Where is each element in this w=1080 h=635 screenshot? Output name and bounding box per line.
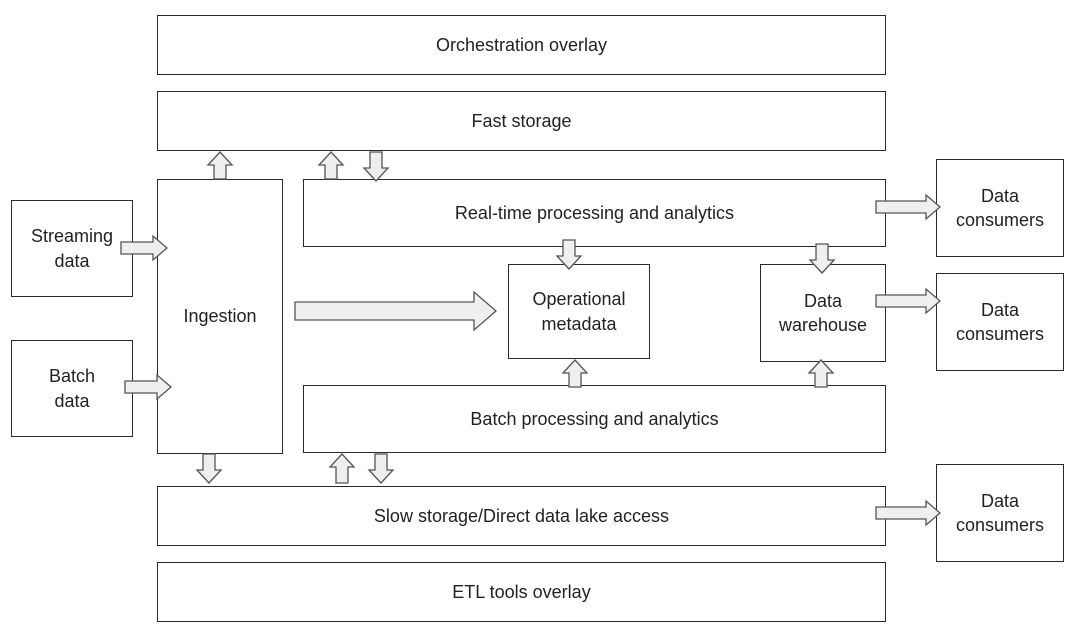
batch-data-source: Batch data — [11, 340, 133, 437]
etl-tools-overlay-label: ETL tools overlay — [452, 581, 591, 602]
data-consumers-2-label: Data consumers — [955, 299, 1045, 344]
fast-storage: Fast storage — [157, 91, 886, 151]
orchestration-overlay: Orchestration overlay — [157, 15, 886, 75]
arrow-ingestion-to-metadata — [294, 290, 497, 332]
arrow-batch-to-metadata — [561, 359, 589, 388]
arrow-fast-storage-to-realtime — [362, 151, 390, 182]
arrow-realtime-to-fast-storage — [317, 151, 345, 180]
realtime-processing: Real-time processing and analytics — [303, 179, 886, 247]
data-warehouse: Data warehouse — [760, 264, 886, 362]
orchestration-overlay-label: Orchestration overlay — [435, 34, 608, 55]
data-consumers-1: Data consumers — [936, 159, 1064, 257]
data-consumers-2: Data consumers — [936, 273, 1064, 371]
data-consumers-3-label: Data consumers — [955, 490, 1045, 535]
slow-storage-label: Slow storage/Direct data lake access — [373, 505, 670, 526]
fast-storage-label: Fast storage — [471, 110, 572, 131]
realtime-processing-label: Real-time processing and analytics — [454, 202, 735, 223]
operational-metadata: Operational metadata — [508, 264, 650, 359]
batch-processing-label: Batch processing and analytics — [470, 408, 719, 429]
slow-storage: Slow storage/Direct data lake access — [157, 486, 886, 546]
batch-processing: Batch processing and analytics — [303, 385, 886, 453]
data-consumers-3: Data consumers — [936, 464, 1064, 562]
ingestion-label: Ingestion — [183, 306, 257, 327]
batch-data-label: Batch data — [48, 366, 96, 411]
operational-metadata-label: Operational metadata — [532, 289, 626, 334]
ingestion: Ingestion — [157, 179, 283, 454]
data-consumers-1-label: Data consumers — [955, 185, 1045, 230]
arrow-ingestion-to-slow-storage — [195, 453, 223, 484]
data-warehouse-label: Data warehouse — [778, 290, 868, 335]
arrow-slow-storage-to-batch — [328, 453, 356, 484]
etl-tools-overlay: ETL tools overlay — [157, 562, 886, 622]
arrow-batch-to-slow-storage — [367, 453, 395, 484]
streaming-data-source: Streaming data — [11, 200, 133, 297]
arrow-ingestion-to-fast-storage — [206, 151, 234, 180]
streaming-data-label: Streaming data — [30, 226, 114, 271]
arrow-batch-to-warehouse — [807, 359, 835, 388]
